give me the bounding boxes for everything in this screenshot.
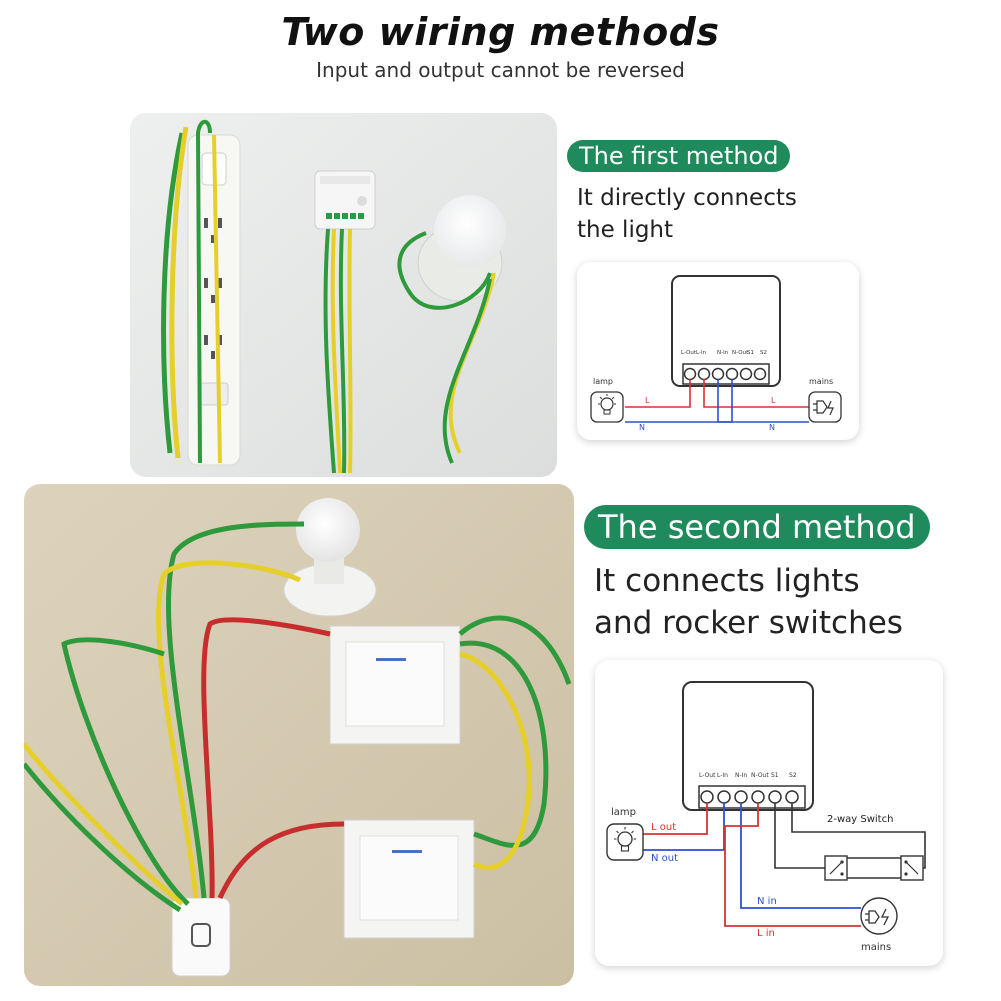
photo-second-method: [24, 484, 574, 986]
terminal-label: L-In: [717, 772, 728, 779]
second-method-line-2: and rocker switches: [594, 605, 903, 641]
mains-label: mains: [861, 942, 891, 953]
light-bulb: [417, 195, 506, 302]
terminal-label: N-Out: [751, 772, 769, 779]
two-way-switch-right: [900, 855, 924, 881]
wire-label-n-in: N in: [757, 896, 777, 907]
terminal-label: N-In: [735, 772, 747, 779]
wire-label-l-in: L in: [757, 928, 775, 939]
smart-switch-module: [171, 897, 231, 977]
terminal-label: L-Out: [699, 772, 716, 779]
terminal-label: N-In: [717, 350, 729, 356]
terminal-screws: [683, 367, 767, 381]
wire-label-n-left: N: [639, 423, 645, 432]
second-method-diagram: L-Out L-In N-In N-Out S1 S2: [595, 660, 943, 966]
first-method-badge: The first method: [567, 140, 791, 172]
terminal-screws: [700, 790, 799, 804]
light-bulb: [283, 498, 377, 617]
terminal-label: L-In: [696, 350, 707, 356]
wire-label-n-out: N out: [651, 853, 678, 864]
plug-icon: [808, 391, 842, 423]
wire-label-l-left: L: [645, 396, 650, 405]
two-way-switch-left: [824, 855, 848, 881]
switch-label: 2-way Switch: [827, 814, 893, 825]
rocker-switch-bottom: [343, 819, 475, 939]
lamp-label: lamp: [611, 807, 636, 818]
mains-label: mains: [809, 377, 833, 386]
wire-label-n-right: N: [769, 423, 775, 432]
first-method-line-1: It directly connects: [577, 185, 797, 211]
plug-icon: [860, 897, 898, 935]
lamp-label: lamp: [593, 377, 613, 386]
second-method-line-1: It connects lights: [594, 563, 860, 599]
wire-label-l-out: L out: [651, 822, 676, 833]
terminal-label: N-Out: [732, 350, 749, 356]
second-method-description: It connects lights and rocker switches: [594, 560, 974, 644]
terminal-label: S2: [789, 772, 797, 779]
page-title: Two wiring methods: [281, 10, 720, 54]
first-method-description: It directly connects the light: [577, 182, 877, 246]
photo-first-method: [130, 113, 557, 477]
wire-label-l-right: L: [771, 396, 776, 405]
rocker-switch-top: [329, 625, 461, 745]
smart-switch-module: [314, 170, 376, 230]
lightbulb-icon: [590, 391, 624, 423]
second-method-badge: The second method: [584, 505, 930, 549]
first-method-line-2: the light: [577, 217, 674, 243]
lightbulb-icon: [606, 823, 644, 861]
terminal-label: L-Out: [681, 350, 697, 356]
page-subtitle: Input and output cannot be reversed: [316, 58, 685, 82]
terminal-label: S2: [760, 350, 767, 356]
first-method-diagram: L-Out L-In N-In N-Out S1 S2 L N L N lamp: [577, 262, 859, 440]
terminal-label: S1: [747, 350, 754, 356]
terminal-label: S1: [771, 772, 779, 779]
